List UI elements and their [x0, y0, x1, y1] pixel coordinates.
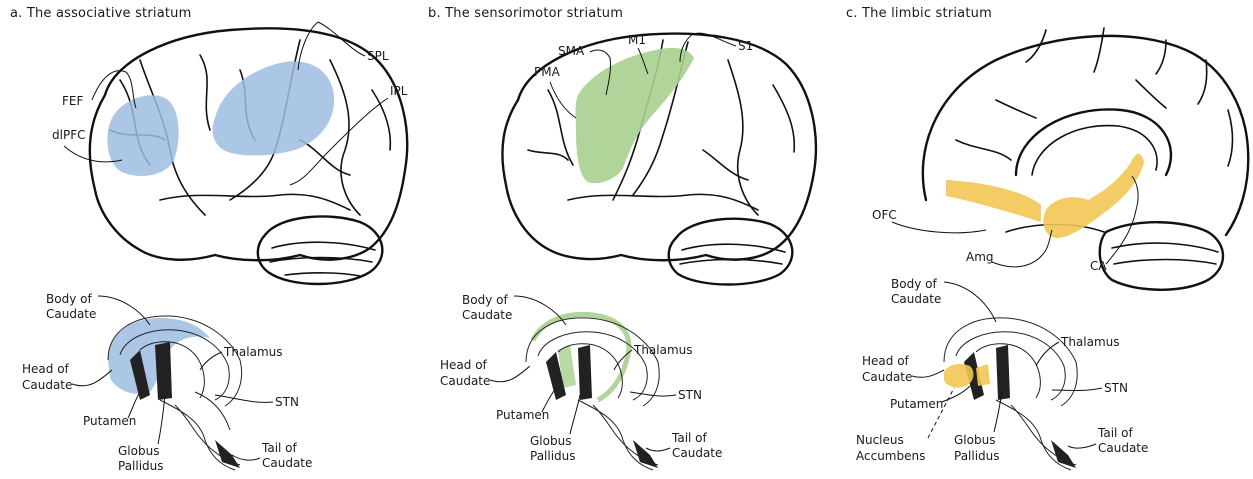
label-stn: STN — [678, 388, 702, 402]
label-body-of-caudate-2: Caudate — [46, 307, 96, 321]
label-tail-of-caudate-1: Tail of — [261, 441, 298, 455]
label-globus-pallidus-1: Globus — [954, 433, 995, 447]
label-ipl: IPL — [390, 84, 408, 98]
panel-limbic-striatum: c. The limbic striatum OFC Amg CA — [836, 0, 1253, 479]
label-head-of-caudate-1: Head of — [22, 362, 70, 376]
dlpfc-fef-region — [107, 95, 178, 176]
label-globus-pallidus-2: Pallidus — [954, 449, 1000, 463]
ofc-region — [946, 180, 1041, 222]
striatum-drawing — [944, 318, 1077, 470]
label-ofc: OFC — [872, 208, 897, 222]
panel-associative-striatum: a. The associative striatum SPL FEF — [0, 0, 418, 479]
label-head-of-caudate-2: Caudate — [440, 374, 490, 388]
label-m1: M1 — [628, 33, 646, 47]
label-head-of-caudate-2: Caudate — [22, 378, 72, 392]
label-pma: PMA — [534, 65, 561, 79]
label-globus-pallidus-2: Pallidus — [530, 449, 576, 463]
label-body-of-caudate-1: Body of — [891, 277, 937, 291]
label-spl: SPL — [367, 49, 389, 63]
label-globus-pallidus-2: Pallidus — [118, 459, 164, 473]
label-tail-of-caudate-2: Caudate — [672, 446, 722, 460]
label-body-of-caudate-1: Body of — [462, 293, 508, 307]
label-putamen: Putamen — [890, 397, 943, 411]
associative-figure: SPL FEF IPL dlPFC Body of Caudate Head o… — [0, 0, 418, 479]
label-sma: SMA — [558, 44, 585, 58]
label-fef: FEF — [62, 94, 83, 108]
label-body-of-caudate-1: Body of — [46, 292, 92, 306]
label-head-of-caudate-1: Head of — [440, 358, 488, 372]
nucleus-accumbens-highlight — [944, 364, 973, 388]
label-tail-of-caudate-2: Caudate — [262, 456, 312, 470]
label-stn: STN — [275, 395, 299, 409]
label-tail-of-caudate-1: Tail of — [671, 431, 708, 445]
spl-ipl-region — [213, 61, 335, 155]
label-head-of-caudate-2: Caudate — [862, 370, 912, 384]
limbic-figure: OFC Amg CA Body of Caudate Head of Cauda… — [836, 0, 1253, 479]
label-body-of-caudate-2: Caudate — [462, 308, 512, 322]
label-nucleus-accumbens-2: Accumbens — [856, 449, 925, 463]
label-dlpfc: dlPFC — [52, 128, 85, 142]
sma-pma-m1-region — [576, 48, 695, 183]
label-globus-pallidus-1: Globus — [118, 444, 159, 458]
label-stn: STN — [1104, 381, 1128, 395]
label-tail-of-caudate-2: Caudate — [1098, 441, 1148, 455]
label-nucleus-accumbens-1: Nucleus — [856, 433, 904, 447]
panel-sensorimotor-striatum: b. The sensorimotor striatum SMA M1 S1 P… — [418, 0, 836, 479]
sensorimotor-figure: SMA M1 S1 PMA Body of Caudate Head of Ca… — [418, 0, 836, 479]
label-putamen: Putamen — [496, 408, 549, 422]
label-thalamus: Thalamus — [633, 343, 693, 357]
label-ca: CA — [1090, 259, 1107, 273]
label-globus-pallidus-1: Globus — [530, 434, 571, 448]
label-thalamus: Thalamus — [1060, 335, 1120, 349]
label-tail-of-caudate-1: Tail of — [1097, 426, 1134, 440]
label-body-of-caudate-2: Caudate — [891, 292, 941, 306]
label-amg: Amg — [966, 250, 994, 264]
label-s1: S1 — [738, 39, 753, 53]
label-thalamus: Thalamus — [223, 345, 283, 359]
label-head-of-caudate-1: Head of — [862, 354, 910, 368]
